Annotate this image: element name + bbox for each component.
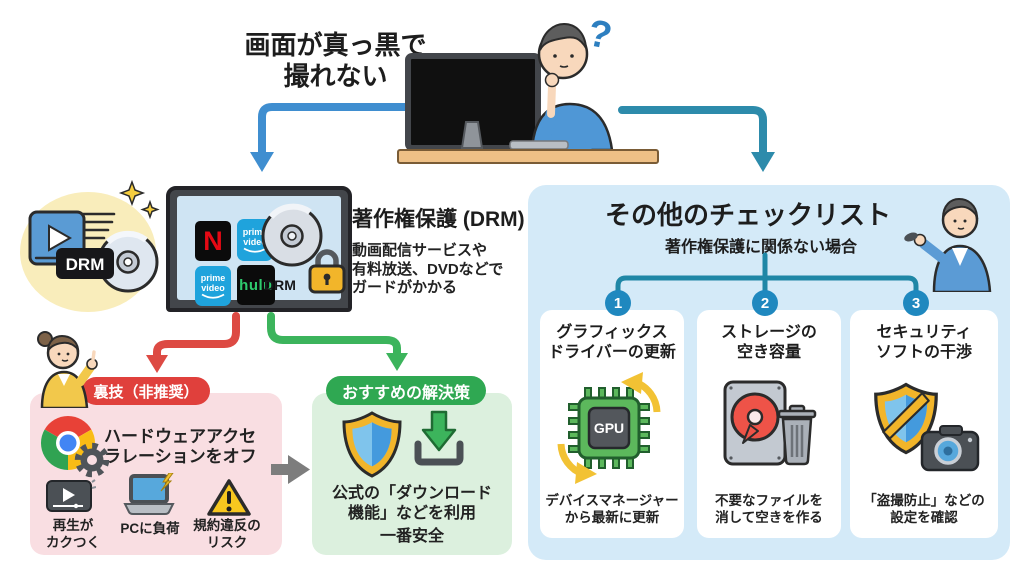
gear-icon <box>74 442 110 478</box>
keyboard-icon <box>509 140 569 150</box>
woman-illustration <box>37 331 98 408</box>
gpu-chip-icon: GPU <box>557 371 661 484</box>
trick-item-label: PCに負荷 <box>120 521 180 536</box>
drm-media-illustration: DRM <box>20 179 160 312</box>
warning-icon <box>207 479 251 516</box>
trick-item-label: 再生が カクつく <box>46 518 100 550</box>
checklist-panel: その他のチェックリスト 著作権保護に関係ない場合 1 2 3 グラフィックス ド… <box>528 185 1010 560</box>
arrow-left-blue <box>258 103 414 158</box>
trick-item-label: 規約違反の リスク <box>193 518 261 550</box>
prime-smile-icon <box>201 293 225 299</box>
drm-description: 著作権保護 (DRM) 動画配信サービスや 有料放送、DVDなどで ガードがかか… <box>352 203 527 298</box>
shield-download-icons <box>342 410 464 478</box>
locked-disc-icon: DRM <box>261 203 346 294</box>
drm-label-badge <box>56 248 114 279</box>
shield-icon <box>342 411 402 478</box>
step-number-2: 2 <box>752 290 778 316</box>
netflix-tile: N <box>195 221 231 261</box>
arrow-trick-red <box>153 312 240 361</box>
desk <box>397 149 659 164</box>
checklist-card-gpu: グラフィックス ドライバーの更新 GPU <box>540 310 684 538</box>
text-lines <box>80 212 116 240</box>
pc-load-icon <box>123 473 175 515</box>
chrome-settings-icon <box>40 415 110 478</box>
trick-main-text: ハードウェアアクセ ラレーションをオフ <box>104 427 257 466</box>
blocked-shield-icon <box>874 382 938 454</box>
checklist-card-security: セキュリティ ソフトの干渉 <box>850 310 998 538</box>
camera-icon <box>920 424 980 471</box>
security-shield-camera-icon <box>874 382 980 471</box>
hulu-tile: hulu <box>237 265 275 305</box>
drm-heading: 著作権保護 (DRM) <box>352 208 525 231</box>
thinking-person-illustration <box>397 22 659 164</box>
presenter-illustration <box>904 197 992 292</box>
step-number-3: 3 <box>903 290 929 316</box>
arrow-left-blue-head <box>250 152 274 172</box>
download-icon <box>414 410 464 466</box>
recommended-badge: おすすめの解決策 <box>326 376 486 405</box>
update-arrow-icon <box>575 461 597 484</box>
arrow-rec-green <box>267 312 401 359</box>
sparkle-icon <box>140 199 160 220</box>
drm-bubble-label: DRM <box>66 255 105 274</box>
prime-smile-icon <box>243 247 267 253</box>
trash-icon <box>777 404 817 465</box>
step-number-1: 1 <box>605 290 631 316</box>
trick-badge: 裏技（非推奨） <box>82 377 210 405</box>
lightning-icon <box>160 473 174 492</box>
prime-video-tile: prime video <box>195 266 231 306</box>
page-title: 画面が真っ黒で 撮れない <box>233 30 438 92</box>
video-stutter-icon <box>46 479 96 512</box>
checklist-title: その他のチェックリスト <box>604 200 891 230</box>
arrow-right-teal-head <box>751 152 775 172</box>
recommended-safe-note: 一番安全 <box>379 528 444 545</box>
update-arrow-icon <box>621 371 643 394</box>
checklist-card-storage: ストレージの 空き容量 <box>697 310 841 538</box>
lock-shackle <box>315 249 339 268</box>
sparkle-icon <box>118 179 146 207</box>
recommended-box <box>312 393 512 555</box>
arrow-trick-red-head <box>146 355 168 373</box>
page-title-line2: 撮れない <box>283 61 388 91</box>
hdd-icon <box>723 380 787 465</box>
arrow-rec-green-head <box>386 353 408 371</box>
screen-drm-label: DRM <box>264 277 296 293</box>
checklist-subtitle: 著作権保護に関係ない場合 <box>664 239 857 256</box>
page-title-line1: 画面が真っ黒で <box>244 30 427 60</box>
gpu-chip-label: GPU <box>594 420 624 436</box>
recommended-text: 公式の「ダウンロード 機能」などを利用 一番安全 <box>318 484 506 547</box>
netflix-logo: N <box>203 225 223 256</box>
hdd-trash-icon <box>723 380 817 465</box>
